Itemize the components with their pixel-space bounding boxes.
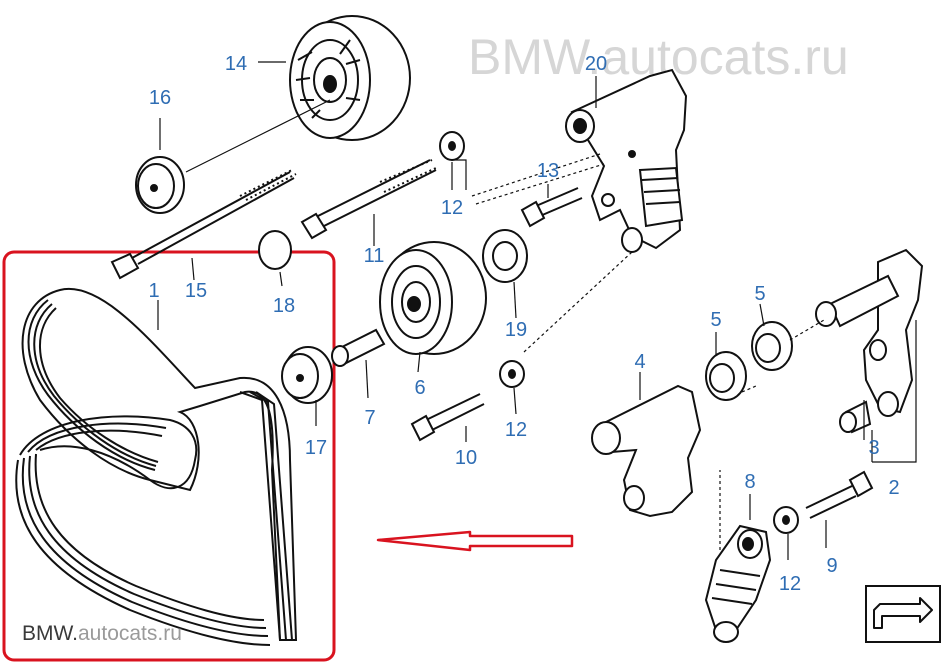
watermark-bottom-brand: BMW.	[22, 622, 78, 645]
washer-12-low-hole	[782, 515, 790, 525]
ribbed-belt	[15, 287, 298, 646]
bolt-9	[805, 470, 874, 519]
label-5a: 5	[710, 309, 721, 331]
watermark-bottom: BMW.autocats.ru	[22, 622, 182, 646]
idler-pulley-6	[379, 241, 487, 355]
label-10: 10	[455, 447, 477, 469]
bolt-11	[300, 159, 437, 240]
sleeve-3	[839, 400, 872, 434]
label-14: 14	[225, 53, 247, 75]
label-4: 4	[634, 351, 645, 373]
label-11: 11	[364, 245, 385, 267]
label-17: 17	[305, 437, 327, 459]
washer-12-top-hole	[448, 141, 456, 151]
label-12-mid: 12	[505, 419, 527, 441]
label-3: 3	[868, 437, 879, 459]
label-20: 20	[585, 53, 607, 75]
needle-bearing-5b	[751, 321, 793, 371]
highlight-box	[2, 250, 336, 662]
page-turn-arrow-icon	[865, 585, 941, 643]
label-2: 2	[888, 477, 899, 499]
washer-18	[258, 230, 292, 270]
label-8: 8	[744, 471, 755, 493]
tensioner-arm-4	[591, 384, 702, 518]
belt-tensioner-20	[565, 68, 688, 253]
label-12-low: 12	[779, 573, 801, 595]
bolt-15	[110, 169, 297, 280]
bolt-7	[331, 328, 386, 367]
label-12-top: 12	[441, 197, 463, 219]
label-5b: 5	[754, 283, 765, 305]
bracket-2	[815, 248, 924, 417]
label-6: 6	[414, 377, 425, 399]
bolt-13	[520, 187, 583, 228]
label-16: 16	[149, 87, 171, 109]
bolt-10	[410, 393, 485, 442]
watermark-bottom-domain: autocats.ru	[78, 622, 182, 645]
label-19: 19	[505, 319, 527, 341]
dust-cap-16	[135, 156, 185, 214]
needle-bearing-5a	[705, 351, 747, 401]
dust-cap-17	[281, 346, 333, 404]
label-7: 7	[364, 407, 375, 429]
leader-lines	[157, 61, 917, 560]
label-15: 15	[185, 280, 207, 302]
label-9: 9	[826, 555, 837, 577]
spacer-ring-19	[482, 229, 528, 283]
label-13: 13	[537, 160, 559, 182]
hydraulic-damper-8	[704, 524, 772, 643]
washer-12-mid-hole	[508, 369, 516, 379]
label-18: 18	[273, 295, 295, 317]
label-1: 1	[148, 280, 159, 302]
left-arrow-icon	[376, 530, 574, 552]
idler-pulley-14	[289, 15, 411, 141]
